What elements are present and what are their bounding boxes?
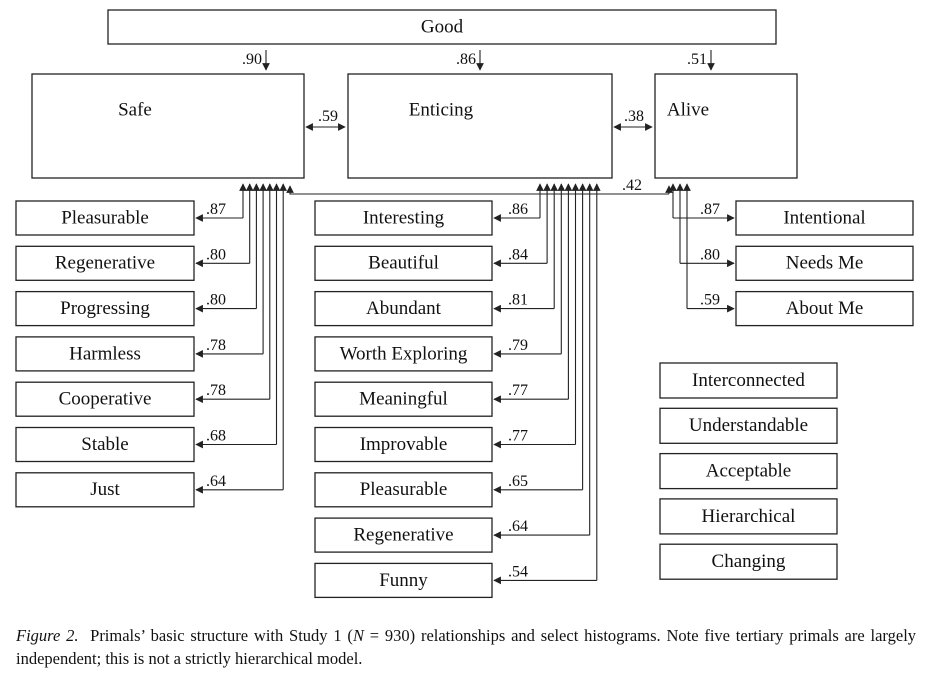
safe-coef-1: .80 [206, 246, 226, 263]
corr-enticing-alive-value: .38 [624, 108, 644, 125]
alive-item-0 [735, 200, 914, 236]
enticing-coef-4: .77 [508, 382, 528, 399]
enticing-item-3-label: Worth Exploring [340, 343, 468, 364]
independent-item-3-label: Hierarchical [702, 506, 796, 527]
alive-coef-1: .80 [700, 246, 720, 263]
enticing-coef-0: .86 [508, 201, 528, 218]
enticing-coef-1: .84 [508, 246, 528, 263]
enticing-item-8 [314, 562, 493, 599]
enticing-item-3 [314, 336, 493, 372]
enticing-coef-5: .77 [508, 428, 528, 445]
coef-good-safe: .90 [242, 51, 262, 68]
enticing-item-8-label: Funny [379, 570, 428, 591]
enticing-item-4 [314, 381, 493, 417]
corr-safe-alive [286, 185, 669, 195]
independent-item-1-label: Understandable [689, 415, 808, 436]
coef-good-alive: .51 [687, 51, 707, 68]
safe-coef-2: .80 [206, 292, 226, 309]
node-alive-label: Alive [667, 99, 709, 120]
node-good-label: Good [421, 16, 464, 37]
node-safe [31, 73, 305, 179]
safe-coef-4: .78 [206, 382, 226, 399]
safe-coef-5: .68 [206, 428, 226, 445]
safe-item-3 [15, 336, 195, 372]
enticing-item-7-label: Regenerative [353, 524, 453, 545]
corr-safe-enticing-value: .59 [318, 108, 338, 125]
independent-item-4 [659, 543, 838, 580]
safe-item-6-label: Just [90, 479, 120, 500]
node-good [107, 9, 777, 45]
enticing-coef-2: .81 [508, 292, 528, 309]
alive-item-0-label: Intentional [783, 207, 865, 228]
independent-item-2 [659, 452, 838, 490]
node-enticing-label: Enticing [409, 99, 474, 120]
enticing-item-1 [314, 245, 493, 281]
safe-coef-0: .87 [206, 201, 226, 218]
alive-item-2 [735, 290, 914, 327]
enticing-item-7 [314, 517, 493, 553]
enticing-coef-8: .54 [508, 563, 528, 580]
safe-item-2 [15, 290, 195, 327]
safe-item-1-label: Regenerative [55, 253, 155, 274]
safe-item-4-label: Cooperative [59, 389, 152, 410]
enticing-item-0 [314, 200, 493, 236]
enticing-item-6 [314, 472, 493, 508]
primals-structure-diagram: GoodSafe.90Enticing.86Alive.51.59.38.42P… [15, 9, 914, 599]
node-alive [654, 73, 798, 179]
independent-item-2-label: Acceptable [706, 460, 791, 481]
caption-part-1: Primals’ basic structure with Study 1 ( [90, 626, 353, 645]
enticing-item-4-label: Meaningful [359, 389, 448, 410]
node-safe-label: Safe [118, 99, 152, 120]
enticing-item-5 [314, 426, 493, 463]
node-enticing [347, 73, 613, 179]
safe-item-6 [15, 472, 195, 508]
safe-item-0 [15, 200, 195, 236]
safe-item-0-label: Pleasurable [61, 207, 149, 228]
enticing-item-2 [314, 290, 493, 327]
enticing-item-2-label: Abundant [366, 298, 442, 319]
enticing-item-0-label: Interesting [363, 207, 445, 228]
enticing-coef-3: .79 [508, 337, 528, 354]
safe-item-1 [15, 245, 195, 281]
corr-safe-alive-value: .42 [622, 177, 642, 194]
independent-item-4-label: Changing [712, 551, 786, 572]
enticing-item-6-label: Pleasurable [360, 479, 448, 500]
safe-coef-3: .78 [206, 337, 226, 354]
alive-item-2-label: About Me [786, 298, 864, 319]
alive-item-1 [735, 245, 914, 281]
safe-item-4 [15, 381, 195, 417]
safe-item-3-label: Harmless [69, 343, 141, 364]
figure-label: Figure 2. [16, 626, 79, 645]
connector-lines [195, 50, 735, 585]
enticing-coef-7: .64 [508, 518, 528, 535]
safe-item-5-label: Stable [81, 434, 129, 455]
independent-item-3 [659, 498, 838, 535]
figure-caption: Figure 2. Primals’ basic structure with … [16, 624, 916, 670]
alive-item-1-label: Needs Me [786, 253, 864, 274]
coef-good-enticing: .86 [456, 51, 476, 68]
alive-coef-0: .87 [700, 201, 720, 218]
enticing-coef-6: .65 [508, 473, 528, 490]
independent-item-0 [659, 362, 838, 399]
caption-part-2: = 930) relationships and select histogra… [16, 626, 917, 668]
safe-item-5 [15, 426, 195, 463]
nodes: GoodSafe.90Enticing.86Alive.51.59.38.42P… [15, 9, 914, 599]
enticing-item-5-label: Improvable [360, 434, 448, 455]
alive-coef-2: .59 [700, 292, 720, 309]
enticing-item-1-label: Beautiful [368, 253, 439, 274]
caption-n-symbol: N [352, 626, 364, 645]
independent-item-1 [659, 407, 838, 444]
safe-item-2-label: Progressing [60, 298, 150, 319]
safe-coef-6: .64 [206, 473, 226, 490]
independent-item-0-label: Interconnected [692, 370, 805, 391]
